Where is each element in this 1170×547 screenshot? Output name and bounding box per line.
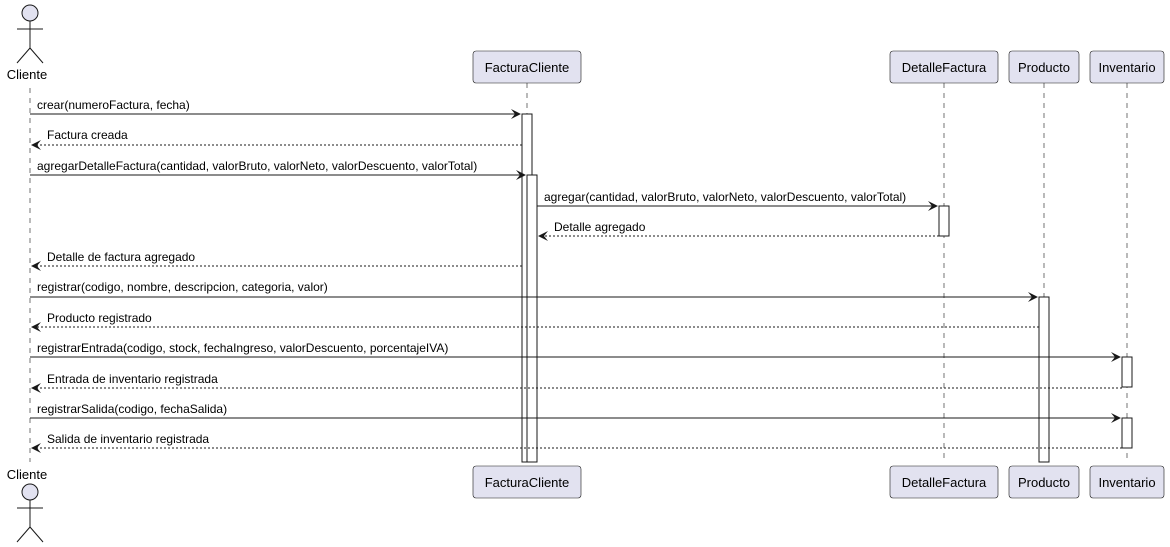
message-label: registrarSalida(codigo, fechaSalida) [37, 402, 227, 416]
participant-inventario-bottom[interactable]: Inventario [1089, 465, 1165, 499]
message-label: registrar(codigo, nombre, descripcion, c… [37, 280, 328, 294]
message-label: crear(numeroFactura, fecha) [37, 98, 190, 112]
activation-producto [1038, 296, 1050, 463]
participant-label: Producto [1018, 475, 1070, 490]
participant-label: FacturaCliente [485, 60, 570, 75]
participant-label: FacturaCliente [485, 475, 570, 490]
stick-figure-icon [16, 483, 44, 543]
participant-inventario-top[interactable]: Inventario [1089, 50, 1165, 84]
activation-inventario-salida [1121, 417, 1133, 449]
actor-cliente-top[interactable]: Cliente [7, 4, 47, 82]
participant-label: DetalleFactura [902, 475, 987, 490]
participant-label: DetalleFactura [902, 60, 987, 75]
participant-producto-top[interactable]: Producto [1008, 50, 1080, 84]
activations [521, 113, 1133, 463]
participant-label: Producto [1018, 60, 1070, 75]
activation-detalle [938, 205, 950, 237]
message-label: Salida de inventario registrada [47, 432, 209, 446]
message-label: registrarEntrada(codigo, stock, fechaIng… [37, 341, 448, 355]
participant-producto-bottom[interactable]: Producto [1008, 465, 1080, 499]
actor-label: Cliente [7, 467, 47, 482]
messages: crear(numeroFactura, fecha) Factura crea… [30, 98, 1122, 453]
participant-factura-top[interactable]: FacturaCliente [472, 50, 582, 84]
message-label: Detalle de factura agregado [47, 250, 195, 264]
actor-label: Cliente [7, 67, 47, 82]
message-label: Factura creada [47, 128, 128, 142]
message-label: Entrada de inventario registrada [47, 372, 218, 386]
actor-cliente-bottom[interactable]: Cliente [7, 467, 47, 543]
participant-detalle-bottom[interactable]: DetalleFactura [889, 465, 999, 499]
message-label: agregar(cantidad, valorBruto, valorNeto,… [544, 190, 906, 204]
participant-label: Inventario [1098, 60, 1155, 75]
activation-inventario-entrada [1121, 356, 1133, 388]
stick-figure-icon [16, 4, 44, 64]
message-label: Detalle agregado [554, 220, 646, 234]
participant-detalle-top[interactable]: DetalleFactura [889, 50, 999, 84]
message-label: agregarDetalleFactura(cantidad, valorBru… [37, 159, 477, 173]
message-label: Producto registrado [47, 311, 152, 325]
activation-factura-inner [526, 174, 538, 463]
participant-label: Inventario [1098, 475, 1155, 490]
participant-factura-bottom[interactable]: FacturaCliente [472, 465, 582, 499]
